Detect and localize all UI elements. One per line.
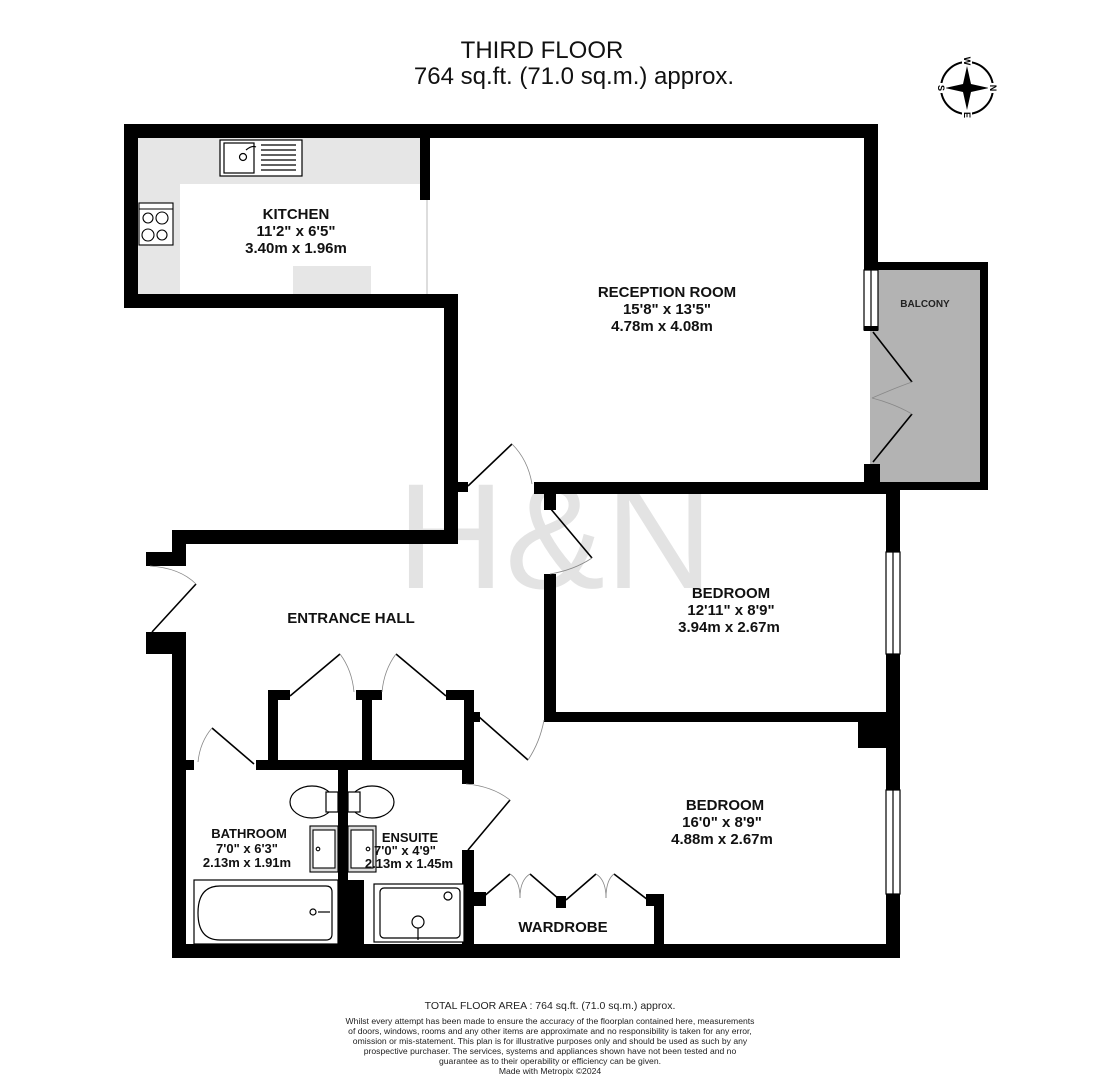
bath-icon	[193, 879, 339, 945]
svg-text:W: W	[962, 57, 972, 66]
room-bedroom-2: BEDROOM 16'0" x 8'9" 4.88m x 2.67m	[671, 797, 773, 848]
floor-area: 764 sq.ft. (71.0 sq.m.) approx.	[413, 63, 735, 90]
svg-text:3.94m x 2.67m: 3.94m x 2.67m	[678, 619, 780, 636]
svg-text:12'11" x 8'9": 12'11" x 8'9"	[687, 602, 774, 619]
svg-text:16'0" x 8'9": 16'0" x 8'9"	[682, 814, 762, 831]
compass-rose-icon: W N E S	[936, 56, 998, 120]
room-wardrobe: WARDROBE	[518, 919, 607, 936]
room-bedroom-1: BEDROOM 12'11" x 8'9" 3.94m x 2.67m	[678, 585, 780, 636]
room-entrance-hall: ENTRANCE HALL	[287, 610, 415, 627]
room-reception: RECEPTION ROOM 15'8" x 13'5" 4.78m x 4.0…	[598, 284, 736, 335]
room-balcony: BALCONY	[900, 299, 950, 310]
basin-icon	[309, 825, 377, 873]
svg-text:BEDROOM: BEDROOM	[692, 585, 770, 602]
windows	[863, 269, 901, 895]
svg-text:WARDROBE: WARDROBE	[518, 919, 607, 936]
walls	[124, 124, 988, 958]
total-floor-area: TOTAL FLOOR AREA : 764 sq.ft. (71.0 sq.m…	[424, 1000, 676, 1012]
svg-text:ENTRANCE HALL: ENTRANCE HALL	[287, 610, 415, 627]
kitchen-sink-icon	[219, 139, 303, 177]
svg-text:BEDROOM: BEDROOM	[686, 797, 764, 814]
svg-text:E: E	[962, 112, 972, 118]
svg-text:ENSUITE: ENSUITE	[382, 830, 439, 845]
room-name: KITCHEN	[263, 206, 330, 223]
svg-text:N: N	[988, 85, 998, 92]
svg-text:BATHROOM: BATHROOM	[211, 826, 287, 841]
svg-text:15'8" x 13'5": 15'8" x 13'5"	[623, 301, 711, 318]
svg-text:RECEPTION ROOM: RECEPTION ROOM	[598, 284, 736, 301]
toilet-icon	[289, 785, 395, 819]
footer: TOTAL FLOOR AREA : 764 sq.ft. (71.0 sq.m…	[345, 1000, 755, 1076]
svg-text:4.78m x 4.08m: 4.78m x 4.08m	[611, 318, 713, 335]
svg-text:2.13m x 1.45m: 2.13m x 1.45m	[365, 856, 453, 871]
room-ensuite: ENSUITE 7'0" x 4'9" 2.13m x 1.45m	[365, 830, 453, 871]
svg-text:BALCONY: BALCONY	[900, 299, 950, 310]
room-kitchen: KITCHEN 11'2" x 6'5" 3.40m x 1.96m	[245, 206, 347, 257]
svg-text:7'0" x 6'3": 7'0" x 6'3"	[216, 841, 278, 856]
room-metric: 3.40m x 1.96m	[245, 240, 347, 257]
balcony-floor	[870, 262, 986, 484]
made-with-credit: Made with Metropix ©2024	[498, 1066, 602, 1076]
disclaimer: Whilst every attempt has been made to en…	[345, 1016, 755, 1066]
svg-text:7'0" x 4'9": 7'0" x 4'9"	[374, 843, 436, 858]
shower-tray-icon	[373, 883, 465, 943]
svg-text:4.88m x 2.67m: 4.88m x 2.67m	[671, 831, 773, 848]
floor-title: THIRD FLOOR	[460, 37, 624, 64]
room-imperial: 11'2" x 6'5"	[257, 223, 336, 240]
hob-icon	[138, 202, 174, 246]
svg-text:S: S	[936, 85, 946, 91]
doors[interactable]	[149, 331, 913, 901]
svg-text:2.13m x 1.91m: 2.13m x 1.91m	[203, 855, 291, 870]
room-bathroom: BATHROOM 7'0" x 6'3" 2.13m x 1.91m	[203, 826, 291, 870]
